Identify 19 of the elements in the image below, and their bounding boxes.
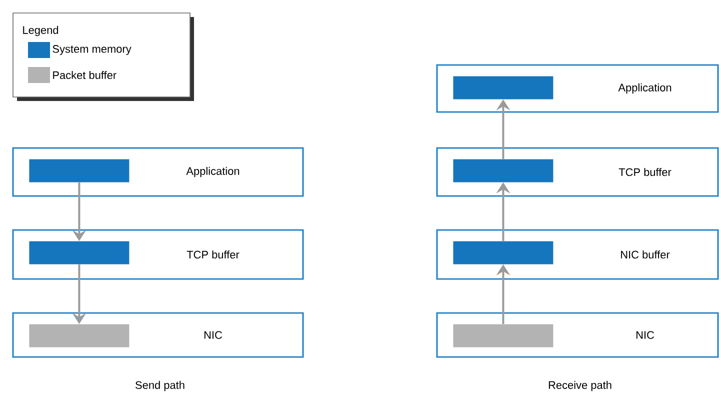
memory-bar: [453, 159, 554, 182]
layer-box: Application: [12, 147, 304, 197]
memory-bar: [453, 241, 554, 264]
caption: Send path: [136, 380, 184, 392]
legend-title: Legend: [23, 26, 58, 36]
legend-text: System memory: [52, 45, 132, 55]
layer-box: TCP buffer: [436, 147, 719, 197]
memory-bar: [29, 324, 130, 348]
layer-box: NIC: [436, 312, 719, 358]
layer-box: Application: [436, 64, 719, 113]
memory-bar: [453, 324, 554, 348]
memory-bar: [29, 241, 130, 264]
layer-box: NIC: [12, 312, 304, 358]
layer-box: TCP buffer: [12, 229, 304, 280]
caption: Receive path: [548, 380, 612, 392]
memory-bar: [29, 159, 130, 182]
legend-text: Packet buffer: [53, 70, 116, 80]
layer-box: NIC buffer: [436, 229, 719, 280]
memory-bar: [453, 76, 554, 100]
